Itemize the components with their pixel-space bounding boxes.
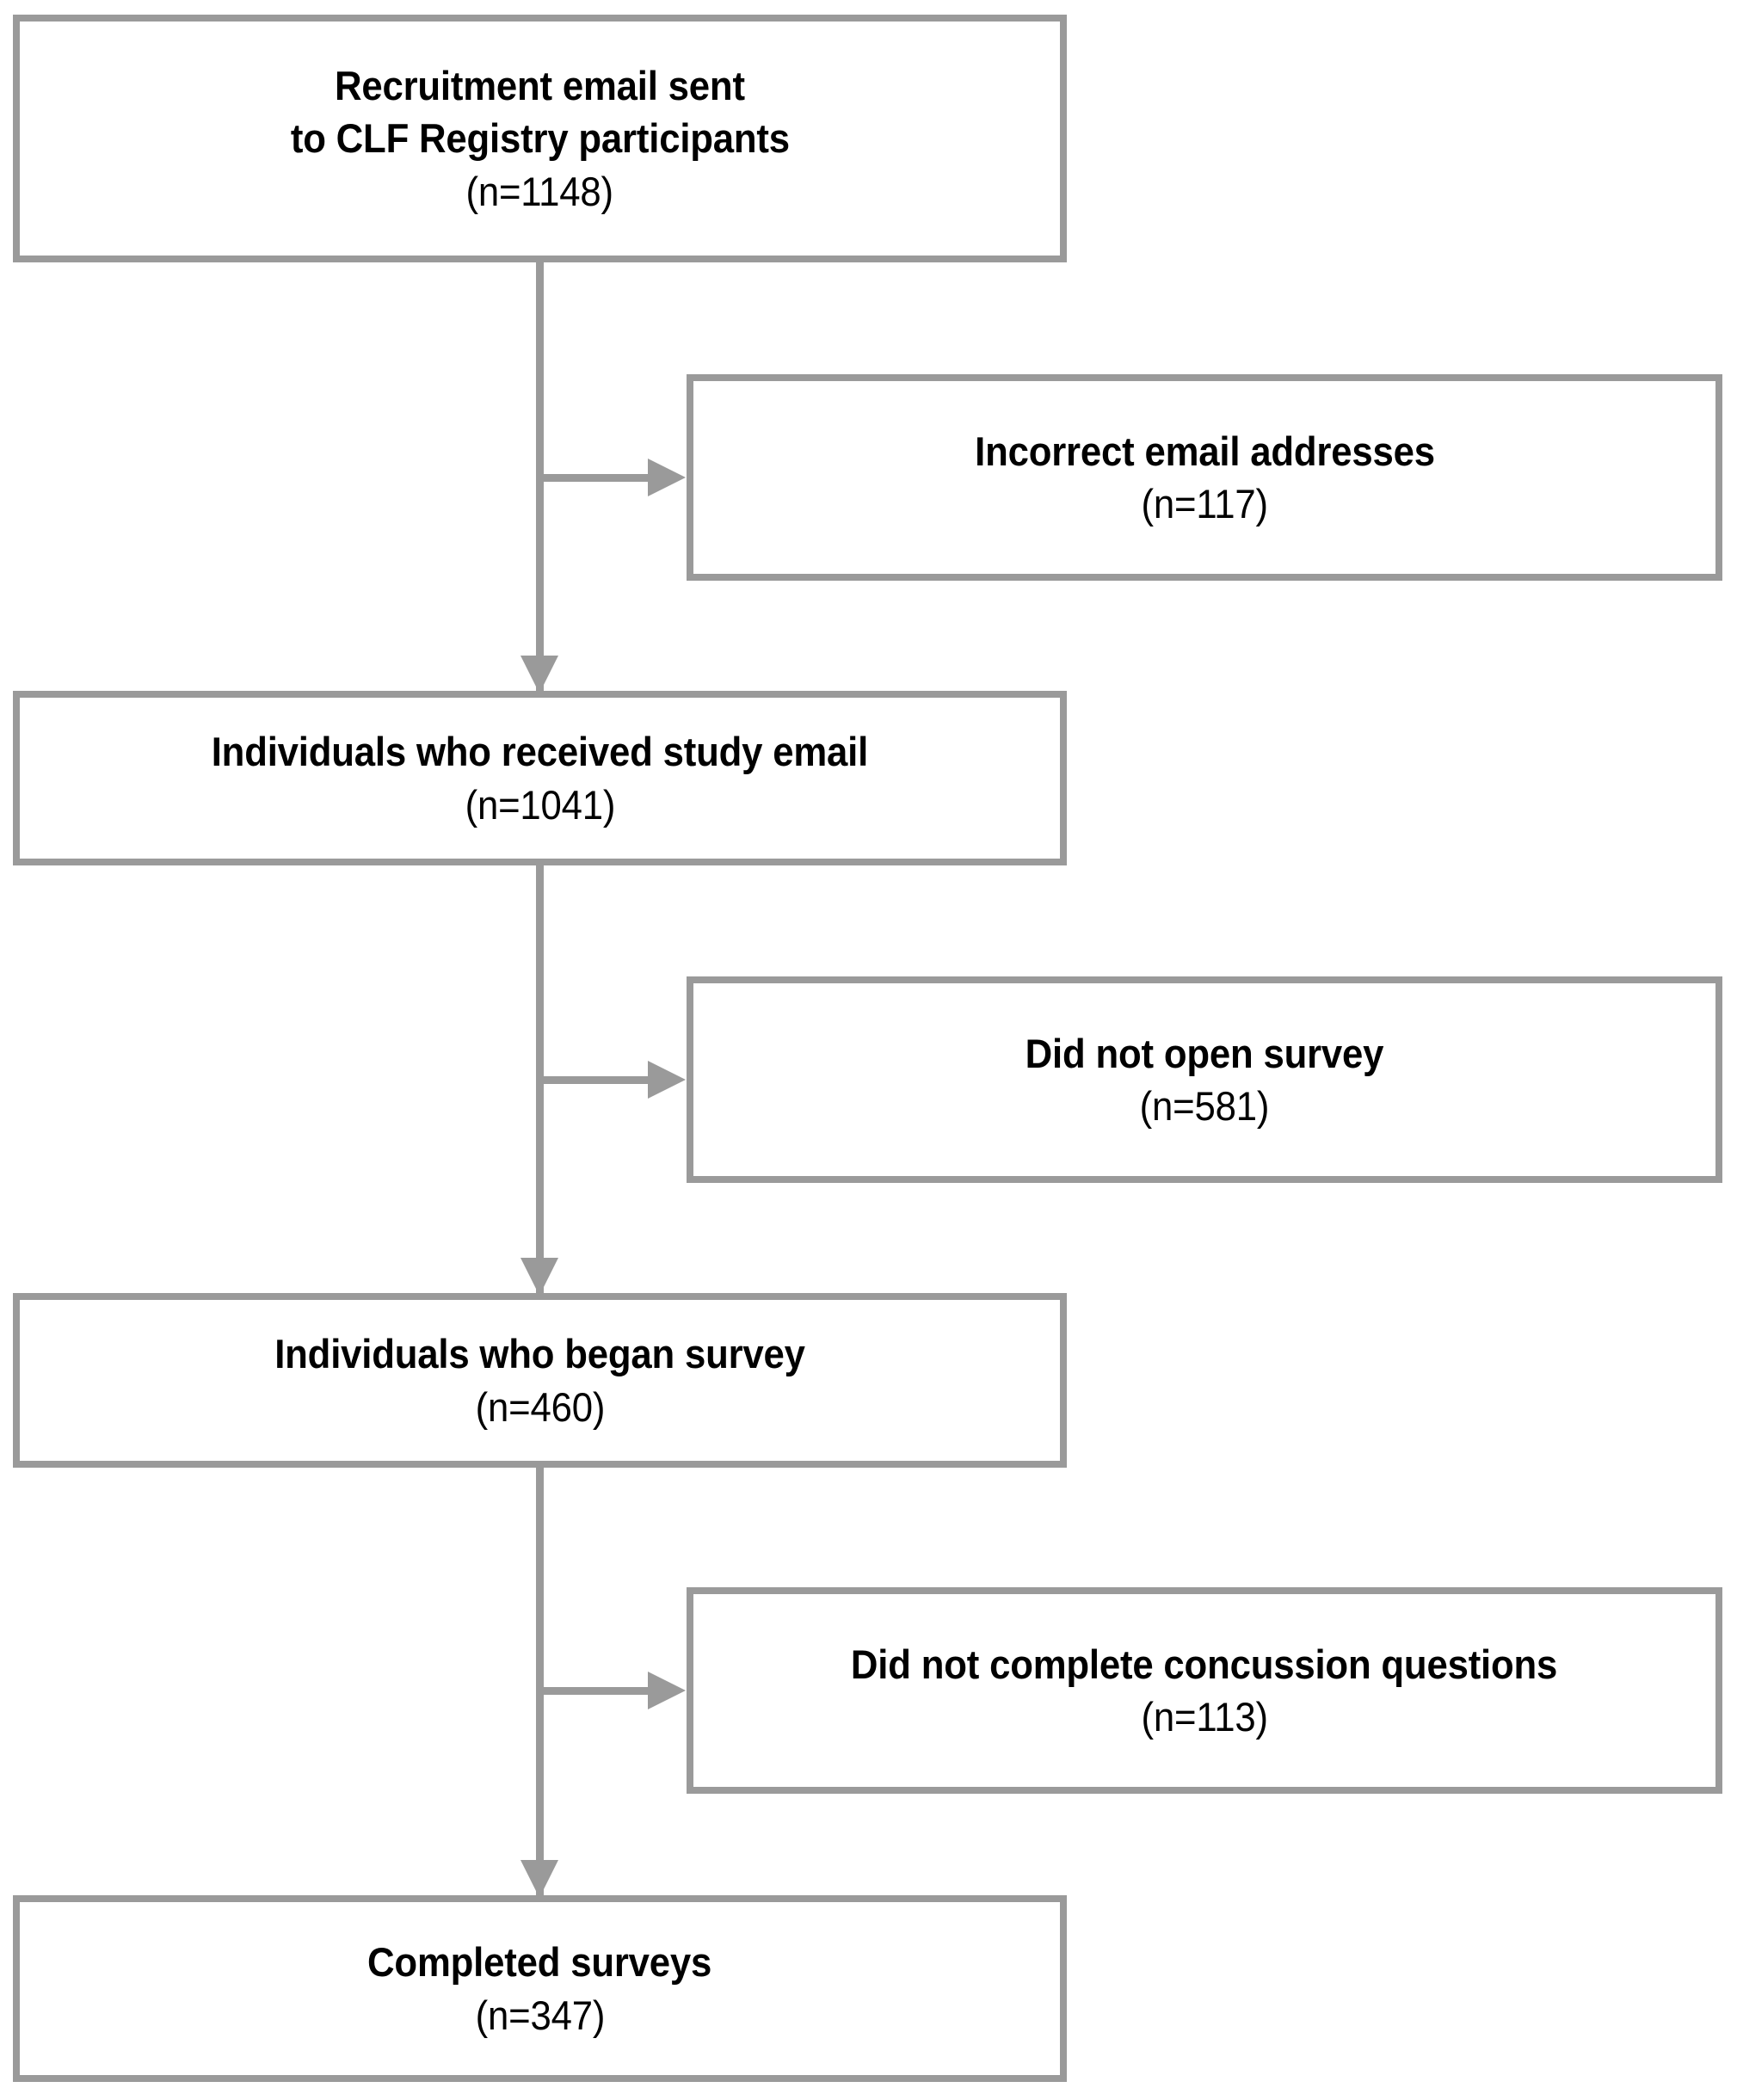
node-label-line1: Incorrect email addresses xyxy=(974,428,1435,474)
node-count: (n=581) xyxy=(1139,1083,1270,1129)
node-recruitment-email-sent: Recruitment email sent to CLF Registry p… xyxy=(13,15,1067,262)
node-did-not-open-survey: Did not open survey (n=581) xyxy=(687,976,1722,1183)
node-label-line2: to CLF Registry participants xyxy=(290,115,790,162)
node-completed-surveys: Completed surveys (n=347) xyxy=(13,1895,1067,2082)
arrow-right-icon xyxy=(648,459,686,496)
node-did-not-complete-concussion-questions: Did not complete concussion questions (n… xyxy=(687,1587,1722,1794)
node-individuals-began-survey: Individuals who began survey (n=460) xyxy=(13,1293,1067,1468)
arrow-down-icon xyxy=(520,1860,558,1898)
node-label-line1: Did not complete concussion questions xyxy=(851,1641,1558,1687)
connector-received-to-did-not-open xyxy=(536,1076,648,1084)
node-label-line1: Did not open survey xyxy=(1025,1030,1384,1076)
connector-recruitment-to-incorrect-email xyxy=(536,474,648,482)
node-body: Incorrect email addresses (n=117) xyxy=(693,425,1715,530)
arrow-down-icon xyxy=(520,656,558,693)
node-count: (n=347) xyxy=(475,1992,605,2038)
node-count: (n=460) xyxy=(475,1383,605,1430)
node-label-line1: Individuals who began survey xyxy=(274,1331,805,1377)
node-count: (n=1148) xyxy=(465,168,614,214)
node-label-line1: Recruitment email sent xyxy=(335,63,745,109)
node-count: (n=113) xyxy=(1141,1694,1268,1740)
arrow-right-icon xyxy=(648,1061,686,1099)
node-label-line1: Completed surveys xyxy=(367,1939,712,1986)
node-count: (n=117) xyxy=(1141,481,1268,527)
connector-began-to-completed xyxy=(536,1468,544,1895)
arrow-right-icon xyxy=(648,1672,686,1709)
node-body: Did not complete concussion questions (n… xyxy=(693,1638,1715,1743)
node-body: Did not open survey (n=581) xyxy=(693,1027,1715,1132)
arrow-down-icon xyxy=(520,1258,558,1296)
connector-began-to-did-not-complete xyxy=(536,1687,648,1695)
node-label-line1: Individuals who received study email xyxy=(211,729,869,775)
node-individuals-received-study-email: Individuals who received study email (n=… xyxy=(13,691,1067,865)
node-count: (n=1041) xyxy=(465,781,615,828)
node-incorrect-email-addresses: Incorrect email addresses (n=117) xyxy=(687,374,1722,581)
